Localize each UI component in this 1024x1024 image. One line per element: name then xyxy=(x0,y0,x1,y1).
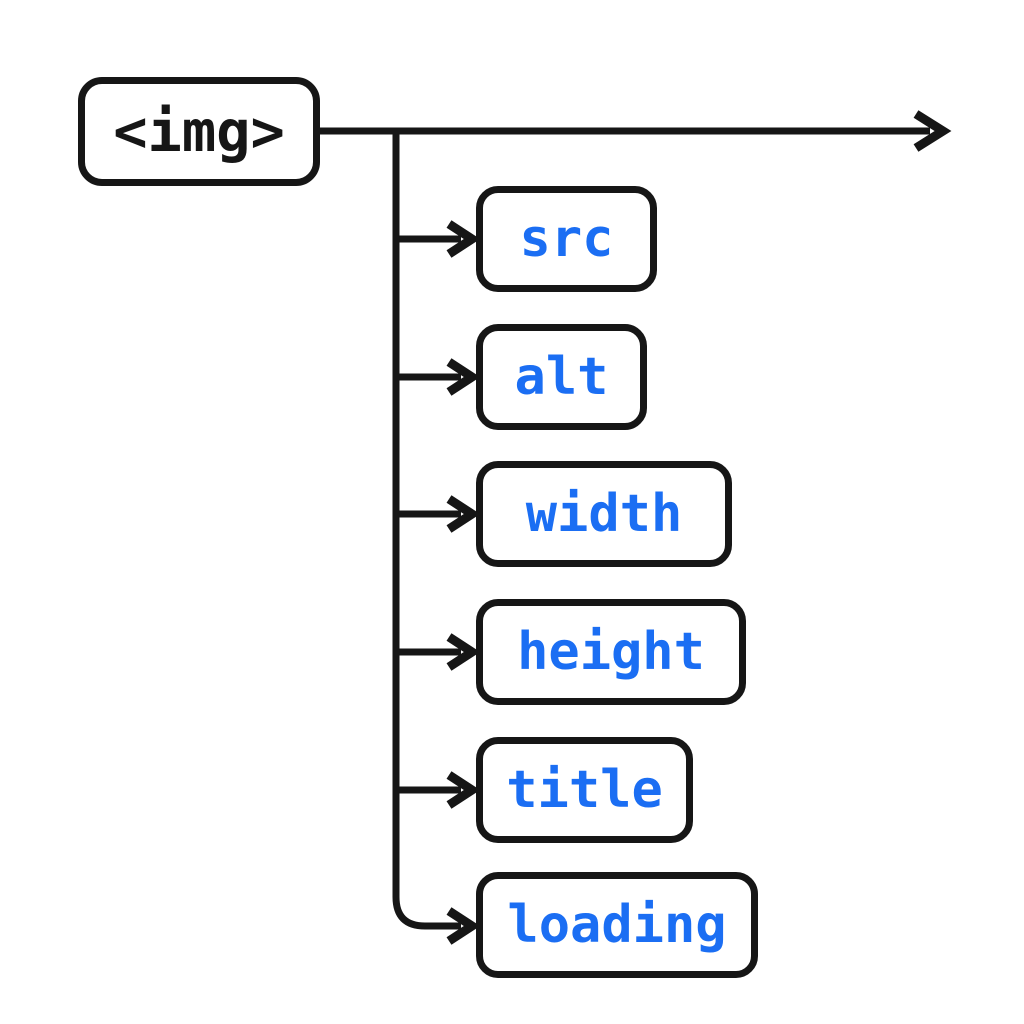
alt-arrowhead-icon xyxy=(446,358,481,396)
attribute-node-alt: alt xyxy=(476,324,647,430)
width-arrowhead-icon xyxy=(446,495,481,533)
attribute-label: loading xyxy=(507,895,727,955)
attribute-node-title: title xyxy=(476,737,693,843)
loading-arrowhead-icon xyxy=(446,907,481,945)
branch-trunk-line xyxy=(392,128,461,930)
attribute-label: title xyxy=(506,760,663,820)
title-arrowhead-icon xyxy=(446,771,481,809)
attribute-node-src: src xyxy=(476,186,657,292)
attribute-node-loading: loading xyxy=(476,872,758,978)
attribute-label: width xyxy=(525,484,683,544)
root-node-label: <img> xyxy=(113,98,285,165)
attribute-label: src xyxy=(519,209,614,269)
attribute-node-height: height xyxy=(476,599,746,705)
root-node-img-tag: <img> xyxy=(78,77,320,186)
attribute-label: height xyxy=(517,622,705,682)
src-arrowhead-icon xyxy=(446,220,481,258)
attribute-label: alt xyxy=(514,347,609,407)
attribute-node-width: width xyxy=(476,461,732,567)
height-arrowhead-icon xyxy=(446,633,481,671)
main-arrowhead-icon xyxy=(913,110,952,152)
